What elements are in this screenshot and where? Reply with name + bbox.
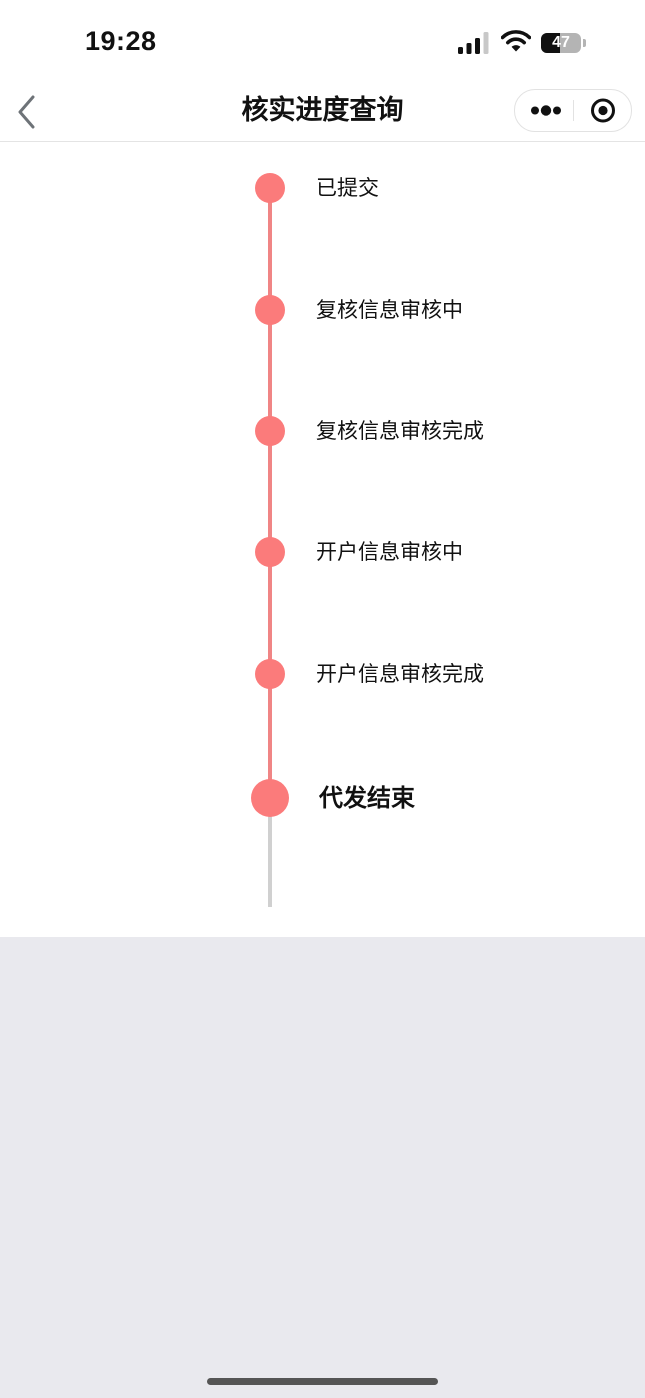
home-indicator[interactable] — [207, 1378, 438, 1385]
step-label-submitted: 已提交 — [316, 176, 379, 200]
status-bar: 19:28 47 — [0, 0, 645, 80]
capsule-divider — [573, 100, 574, 121]
progress-timeline: 已提交 复核信息审核中 复核信息审核完成 开户信息审核中 开户信息审核完成 代发… — [0, 142, 645, 937]
timeline-dot-account-review-complete — [255, 659, 285, 689]
battery-fill — [541, 33, 560, 53]
more-dots-icon — [531, 105, 561, 116]
signal-icon — [458, 32, 489, 54]
battery-icon: 47 — [541, 33, 581, 53]
timeline-connector-pending — [268, 814, 272, 907]
step-label-account-review-in-progress: 开户信息审核中 — [316, 540, 463, 564]
timeline-connector-2 — [268, 312, 272, 420]
timeline-dot-review-in-progress — [255, 295, 285, 325]
target-circle-icon — [591, 98, 615, 123]
step-label-account-review-complete: 开户信息审核完成 — [316, 662, 484, 686]
battery-level: 47 — [552, 34, 570, 51]
nav-bar: 核实进度查询 — [0, 80, 645, 142]
more-button[interactable] — [515, 90, 573, 131]
page-title: 核实进度查询 — [241, 95, 404, 126]
content-area — [0, 0, 645, 937]
step-label-payout-finished: 代发结束 — [319, 784, 415, 812]
back-button[interactable] — [10, 92, 44, 132]
timeline-dot-payout-finished — [251, 779, 289, 817]
status-time: 19:28 — [85, 26, 157, 56]
chevron-left-icon — [18, 95, 35, 129]
timeline-dot-account-review-in-progress — [255, 537, 285, 567]
battery-nub — [583, 39, 586, 47]
timeline-dot-submitted — [255, 173, 285, 203]
step-label-review-complete: 复核信息审核完成 — [316, 419, 484, 443]
timeline-connector-3 — [268, 433, 272, 541]
step-label-review-in-progress: 复核信息审核中 — [316, 298, 463, 322]
wifi-icon — [501, 30, 531, 52]
mini-program-capsule — [514, 89, 632, 132]
timeline-connector-5 — [268, 675, 272, 785]
timeline-connector-1 — [268, 190, 272, 298]
close-button[interactable] — [574, 90, 631, 131]
timeline-dot-review-complete — [255, 416, 285, 446]
timeline-connector-4 — [268, 554, 272, 662]
